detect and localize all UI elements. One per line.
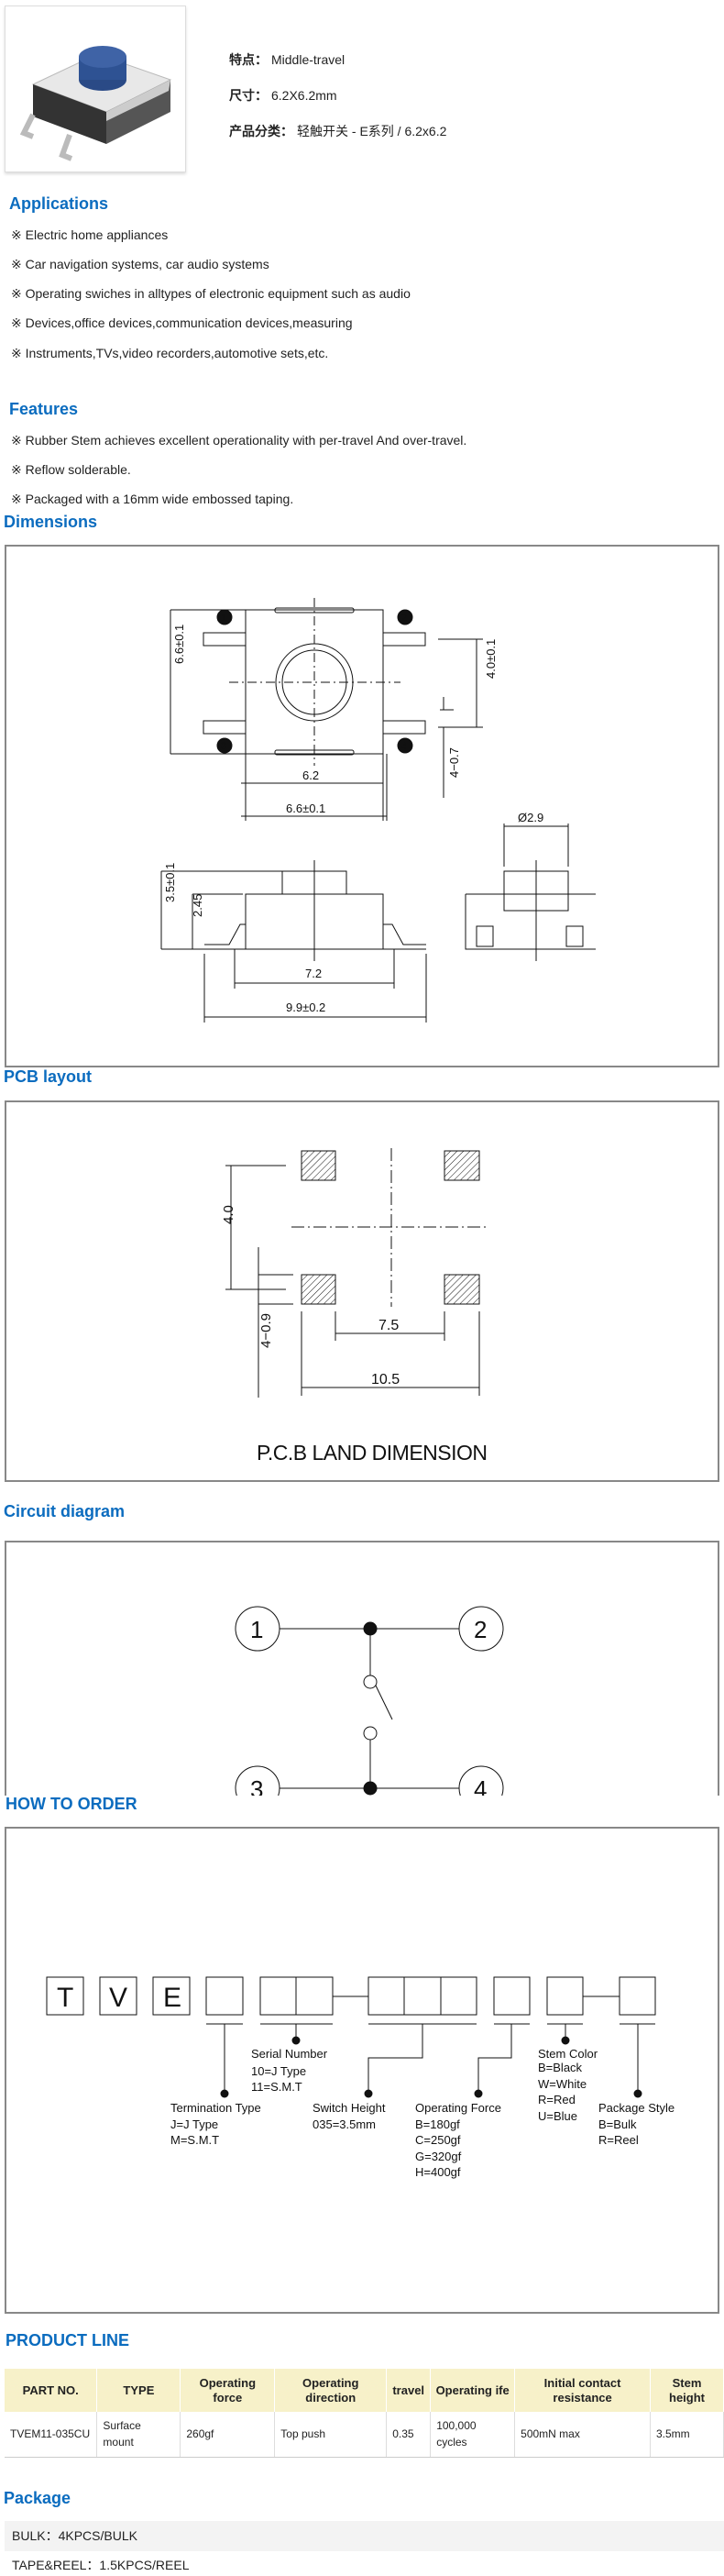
- list-item: ※ Operating swiches in alltypes of elect…: [11, 286, 411, 301]
- header-operating-direction: Operating direction: [274, 2369, 388, 2412]
- svg-text:1: 1: [250, 1616, 263, 1643]
- list-item: ※ Reflow solderable.: [11, 462, 131, 477]
- svg-text:B=180gf: B=180gf: [415, 2117, 460, 2131]
- svg-text:6.6±0.1: 6.6±0.1: [286, 802, 325, 815]
- svg-text:4: 4: [474, 1775, 487, 1796]
- svg-text:J=J Type: J=J Type: [170, 2117, 218, 2131]
- header-type: TYPE: [96, 2369, 181, 2412]
- product-image: [5, 6, 186, 172]
- svg-text:6.6±0.1: 6.6±0.1: [172, 625, 186, 664]
- pcb-heading: PCB layout: [4, 1067, 93, 1086]
- svg-text:4.0: 4.0: [221, 1205, 236, 1224]
- product-line-table: PART NO. TYPE Operating force Operating …: [5, 2369, 724, 2458]
- svg-text:4−0.9: 4−0.9: [258, 1313, 274, 1348]
- svg-text:G=320gf: G=320gf: [415, 2150, 462, 2163]
- svg-text:Operating Force: Operating Force: [415, 2101, 501, 2115]
- svg-text:T: T: [57, 1983, 73, 2013]
- spec-feature: 特点：Middle-travel: [229, 52, 346, 67]
- list-item: ※ Car navigation systems, car audio syst…: [11, 257, 269, 271]
- list-item: ※ Instruments,TVs,video recorders,automo…: [11, 346, 329, 360]
- table-header-row: PART NO. TYPE Operating force Operating …: [5, 2369, 724, 2412]
- dimensions-drawing: 6.6±0.1 6.2 6.6±0.1 4.0±0.1 4−0.7 1 2 3 …: [5, 545, 719, 1067]
- list-item: ※ Electric home appliances: [11, 227, 169, 242]
- svg-text:6.2: 6.2: [302, 768, 319, 782]
- applications-heading: Applications: [9, 194, 109, 213]
- svg-text:11=S.M.T: 11=S.M.T: [251, 2080, 302, 2094]
- svg-text:9.9±0.2: 9.9±0.2: [286, 1001, 325, 1014]
- pcb-drawing: 4.0 4−0.9 7.5 10.5 P.C.B LAND DIMENSION: [5, 1100, 719, 1482]
- header-operating-force: Operating force: [180, 2369, 276, 2412]
- svg-text:10.5: 10.5: [371, 1372, 400, 1388]
- spec-size: 尺寸：6.2X6.2mm: [229, 88, 337, 103]
- table-row: TVEM11-035CU Surface mount 260gf Top pus…: [5, 2412, 724, 2458]
- package-item-bulk: BULK：4KPCS/BULK: [5, 2521, 724, 2551]
- product-line-heading: PRODUCT LINE: [5, 2331, 129, 2349]
- dimensions-heading: Dimensions: [4, 513, 98, 531]
- svg-text:10=J Type: 10=J Type: [251, 2064, 306, 2078]
- circuit-heading: Circuit diagram: [4, 1502, 126, 1520]
- cell-type: Surface mount: [96, 2412, 181, 2458]
- svg-text:4: 4: [401, 741, 407, 752]
- svg-text:2: 2: [474, 1616, 487, 1643]
- svg-text:W=White: W=White: [538, 2077, 587, 2091]
- svg-text:E: E: [163, 1983, 181, 2013]
- list-item: ※ Devices,office devices,communication d…: [11, 315, 353, 330]
- svg-text:4.0±0.1: 4.0±0.1: [484, 639, 498, 679]
- list-item: ※ Rubber Stem achieves excellent operati…: [11, 433, 467, 448]
- header-operating-life: Operating ife: [430, 2369, 516, 2412]
- how-to-order-heading: HOW TO ORDER: [5, 1795, 137, 1813]
- svg-text:Switch Height: Switch Height: [313, 2101, 386, 2115]
- svg-text:035=3.5mm: 035=3.5mm: [313, 2117, 376, 2131]
- svg-text:4−0.7: 4−0.7: [447, 747, 461, 778]
- header-travel: travel: [386, 2369, 432, 2412]
- package-heading: Package: [4, 2489, 71, 2507]
- cell-force: 260gf: [180, 2412, 276, 2458]
- svg-text:R=Red: R=Red: [538, 2093, 576, 2106]
- svg-text:B=Bulk: B=Bulk: [598, 2117, 637, 2131]
- svg-text:P.C.B LAND DIMENSION: P.C.B LAND DIMENSION: [257, 1441, 488, 1465]
- svg-text:2.45: 2.45: [191, 894, 204, 917]
- svg-text:Termination Type: Termination Type: [170, 2101, 261, 2115]
- svg-text:Serial Number: Serial Number: [251, 2047, 328, 2061]
- header-contact-resistance: Initial contact resistance: [514, 2369, 651, 2412]
- circuit-diagram: 1 2 3 4: [5, 1541, 719, 1796]
- list-item: ※ Packaged with a 16mm wide embossed tap…: [11, 492, 294, 506]
- svg-text:1: 1: [221, 613, 226, 624]
- svg-text:3.5±0.1: 3.5±0.1: [163, 863, 177, 902]
- svg-text:Ø2.9: Ø2.9: [518, 811, 543, 824]
- svg-text:M=S.M.T: M=S.M.T: [170, 2133, 219, 2147]
- svg-text:2: 2: [401, 613, 407, 624]
- svg-text:H=400gf: H=400gf: [415, 2165, 461, 2179]
- svg-text:3: 3: [250, 1775, 263, 1796]
- package-item-reel: TAPE&REEL：1.5KPCS/REEL: [12, 2558, 190, 2572]
- svg-text:7.2: 7.2: [305, 967, 322, 980]
- cell-life: 100,000 cycles: [430, 2412, 516, 2458]
- svg-text:7.5: 7.5: [378, 1318, 399, 1333]
- svg-text:Stem Color: Stem Color: [538, 2047, 598, 2061]
- svg-text:3: 3: [221, 741, 226, 752]
- cell-stem-height: 3.5mm: [650, 2412, 724, 2458]
- spec-category: 产品分类：轻触开关 - E系列 / 6.2x6.2: [229, 124, 447, 138]
- svg-text:Package Style: Package Style: [598, 2101, 675, 2115]
- header-part-no: PART NO.: [5, 2369, 98, 2412]
- header-stem-height: Stem height: [650, 2369, 724, 2412]
- svg-text:R=Reel: R=Reel: [598, 2133, 639, 2147]
- features-heading: Features: [9, 400, 79, 418]
- svg-text:C=250gf: C=250gf: [415, 2133, 461, 2147]
- cell-resistance: 500mN max: [514, 2412, 651, 2458]
- svg-text:B=Black: B=Black: [538, 2061, 583, 2074]
- cell-travel: 0.35: [386, 2412, 432, 2458]
- cell-direction: Top push: [274, 2412, 388, 2458]
- cell-part-no: TVEM11-035CU: [5, 2412, 98, 2458]
- svg-text:U=Blue: U=Blue: [538, 2109, 577, 2123]
- order-code-diagram: T V E Serial Number 10=J Type 11=S.M.T Termi…: [5, 1827, 719, 2314]
- svg-text:V: V: [109, 1983, 127, 2013]
